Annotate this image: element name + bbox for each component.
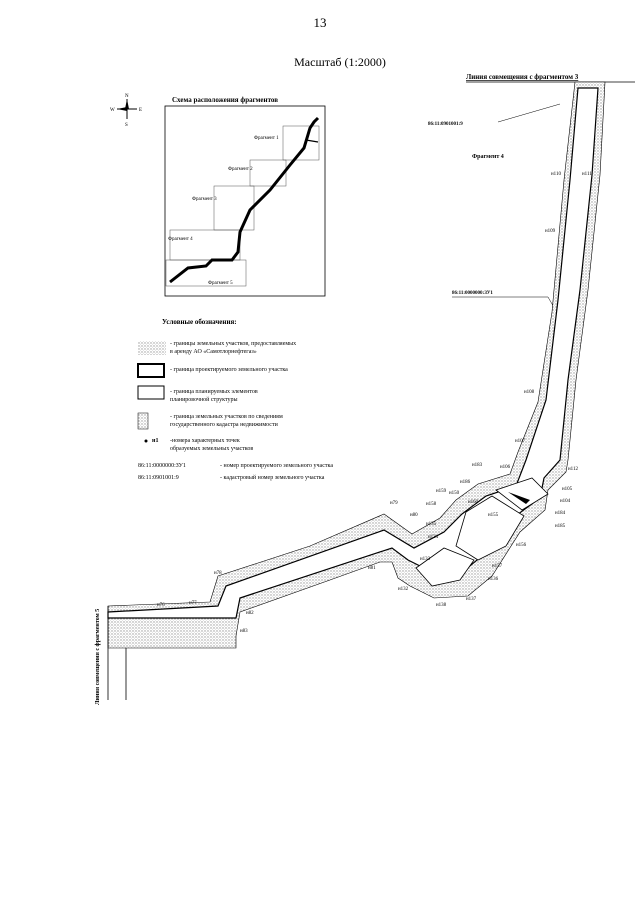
point-n111: н111 bbox=[582, 172, 592, 177]
point-n79: н79 bbox=[390, 501, 398, 506]
inset-overview: Схема расположения фрагментов Фрагмент 1… bbox=[164, 96, 326, 297]
scale-label: Масштаб (1:2000) bbox=[294, 55, 386, 69]
point-n106: н106 bbox=[500, 465, 511, 470]
point-n158: н158 bbox=[426, 502, 437, 507]
inset-fragment-3: Фрагмент 3 bbox=[192, 197, 217, 202]
point-n112: н112 bbox=[568, 467, 578, 472]
legend-dotted-swatch bbox=[138, 341, 166, 355]
point-n157: н157 bbox=[492, 564, 503, 569]
inset-fragment-1: Фрагмент 1 bbox=[254, 136, 279, 141]
legend-item-1-line2: в аренду АО «Самотлорнефтегаз» bbox=[170, 349, 257, 355]
lease-parcel-area bbox=[107, 81, 606, 649]
legend-ref1-code: 86:11:0000000:ЗУ1 bbox=[138, 463, 186, 469]
point-n136: н136 bbox=[488, 577, 499, 582]
compass-w: W bbox=[110, 108, 115, 113]
fragment-title: Фрагмент 4 bbox=[472, 154, 504, 160]
compass-n: N bbox=[125, 94, 129, 99]
point-n134: н134 bbox=[428, 535, 439, 540]
legend-item-4: - граница земельных участков по сведения… bbox=[170, 413, 283, 429]
legend-item-4-line1: - граница земельных участков по сведения… bbox=[170, 414, 283, 420]
point-n105: н105 bbox=[562, 487, 573, 492]
legend-thin-swatch bbox=[137, 385, 165, 400]
legend-item-4-line2: государственного кадастра недвижимости bbox=[170, 422, 278, 428]
point-n109: н109 bbox=[545, 229, 556, 234]
project-ref-label: 86:11:0000000:ЗУ1 bbox=[452, 291, 493, 296]
point-n132: н132 bbox=[398, 587, 409, 592]
legend-ref1-text: - номер проектируемого земельного участк… bbox=[220, 463, 333, 469]
compass-s: S bbox=[125, 123, 128, 128]
point-n83: н83 bbox=[240, 629, 248, 634]
top-match-line-label: Линия совмещения с фрагментом 3 bbox=[466, 73, 579, 81]
point-n104: н104 bbox=[560, 499, 571, 504]
point-n108: н108 bbox=[524, 390, 535, 395]
point-n138: н138 bbox=[436, 603, 447, 608]
point-n150: н150 bbox=[449, 491, 460, 496]
point-n160: н160 bbox=[468, 500, 479, 505]
compass-rose-icon: N S W E bbox=[110, 94, 142, 128]
point-n184: н184 bbox=[555, 511, 566, 516]
point-n159: н159 bbox=[436, 489, 447, 494]
legend-item-3-line1: - граница планируемых элементов bbox=[170, 389, 258, 395]
legend-ref2-text: - кадастровый номер земельного участка bbox=[220, 475, 325, 481]
point-n81: н81 bbox=[368, 566, 376, 571]
legend-item-2: - граница проектируемого земельного учас… bbox=[170, 366, 288, 374]
point-n156: н156 bbox=[516, 543, 527, 548]
point-n77: н77 bbox=[189, 601, 197, 606]
inset-title: Схема расположения фрагментов bbox=[172, 96, 278, 104]
page-number: 13 bbox=[313, 15, 327, 30]
legend-point-icon bbox=[144, 439, 148, 443]
point-n185: н185 bbox=[555, 524, 566, 529]
legend-item-1-line1: - границы земельных участков, предоставл… bbox=[170, 341, 297, 347]
legend-cadastre-swatch bbox=[137, 412, 149, 430]
point-n110: н110 bbox=[551, 172, 561, 177]
legend-thick-swatch bbox=[137, 363, 165, 378]
legend-ref2-code: 86:11:0901001:9 bbox=[138, 475, 179, 481]
legend-item-1: - границы земельных участков, предоставл… bbox=[170, 340, 296, 356]
legend-item-5-line1: -номера характерных точек bbox=[170, 438, 240, 444]
cadastral-ref-label: 86:11:0901001:9 bbox=[428, 122, 463, 127]
point-n107: н107 bbox=[515, 439, 526, 444]
point-n82: н82 bbox=[246, 611, 254, 616]
point-n133: н133 bbox=[420, 557, 431, 562]
inset-fragment-5: Фрагмент 5 bbox=[208, 281, 233, 286]
inset-fragment-4: Фрагмент 4 bbox=[168, 237, 193, 242]
inset-fragment-2: Фрагмент 2 bbox=[228, 167, 253, 172]
legend-item-3-line2: планировочной структуры bbox=[170, 397, 238, 403]
compass-e: E bbox=[139, 108, 142, 113]
point-n137: н137 bbox=[466, 597, 477, 602]
point-n80: н80 bbox=[410, 513, 418, 518]
point-n186: н186 bbox=[460, 480, 471, 485]
legend-item-5: -номера характерных точек образуемых зем… bbox=[170, 437, 253, 453]
legend-title: Условные обозначения: bbox=[162, 318, 237, 326]
legend-point-sample: н1 bbox=[152, 438, 159, 444]
legend-item-3: - граница планируемых элементов планиров… bbox=[170, 388, 258, 404]
legend-symbols bbox=[137, 341, 166, 443]
left-match-line-label: Линия совмещения с фрагментом 5 bbox=[94, 609, 101, 705]
point-n78: н78 bbox=[214, 571, 222, 576]
point-labels: н76 н77 н78 н79 н80 н81 н82 н83 н105 н10… bbox=[157, 172, 592, 634]
point-n155: н155 bbox=[488, 513, 499, 518]
point-n183: н183 bbox=[472, 463, 483, 468]
point-n135: н135 bbox=[426, 522, 437, 527]
legend-item-2-line1: - граница проектируемого земельного учас… bbox=[170, 367, 288, 373]
legend-item-5-line2: образуемых земельных участков bbox=[170, 446, 254, 452]
point-n76: н76 bbox=[157, 603, 165, 608]
